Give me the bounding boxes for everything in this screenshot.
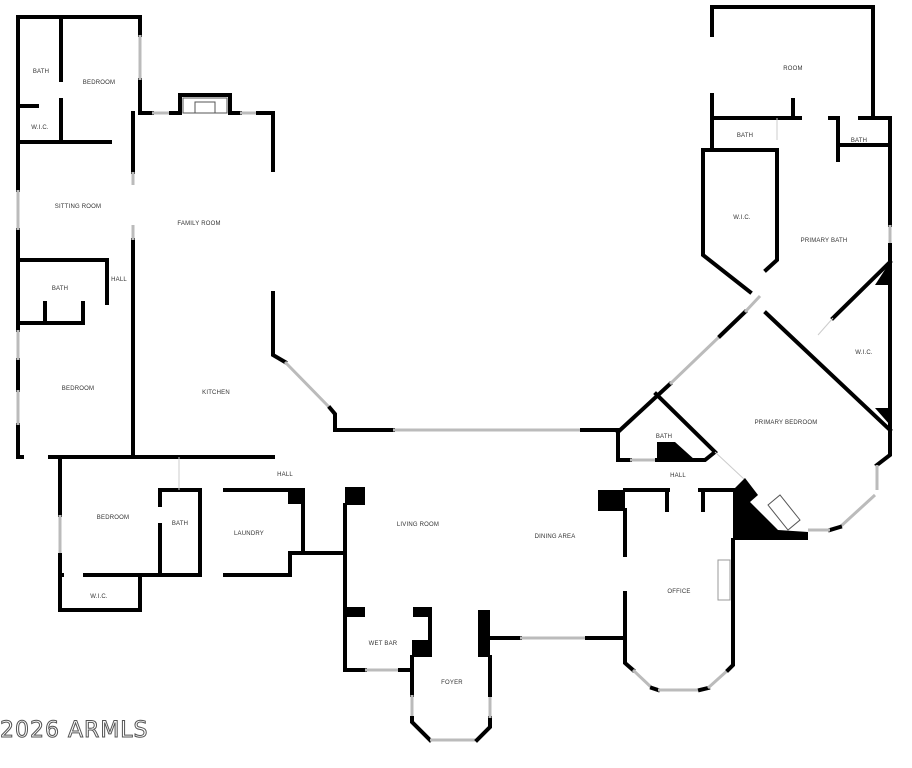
room-label-wic: W.I.C. (733, 215, 751, 221)
room-label-bath: BATH (171, 521, 189, 527)
solid-columns (288, 262, 890, 657)
room-label-bath: BATH (655, 434, 673, 440)
room-label-bath: BATH (32, 69, 50, 75)
room-label-foyer: FOYER (441, 680, 463, 686)
room-label-wic: W.I.C. (855, 350, 873, 356)
room-label-bath: BATH (51, 286, 69, 292)
room-label-wic: W.I.C. (90, 594, 108, 600)
room-label-bedroom: BEDROOM (82, 80, 116, 86)
room-label-bedroom: BEDROOM (61, 386, 95, 392)
room-label-kitchen: KITCHEN (202, 390, 230, 396)
room-label-room: ROOM (783, 66, 803, 72)
room-label-office: OFFICE (667, 589, 691, 595)
room-label-hall: HALL (670, 473, 686, 479)
room-label-sitting-room: SITTING ROOM (54, 204, 102, 210)
room-label-dining-area: DINING AREA (534, 534, 576, 540)
room-label-laundry: LAUNDRY (234, 531, 264, 537)
room-label-wet-bar: WET BAR (368, 641, 398, 647)
watermark: 2026 ARMLS (0, 718, 149, 744)
room-label-bath: BATH (736, 133, 754, 139)
room-label-bath: BATH (850, 138, 868, 144)
walls (16, 5, 893, 743)
room-label-living-room: LIVING ROOM (396, 522, 440, 528)
room-label-bedroom: BEDROOM (96, 515, 130, 521)
room-label-wic: W.I.C. (31, 125, 49, 131)
fireplaces (182, 97, 801, 531)
room-label-hall: HALL (111, 277, 127, 283)
room-label-primary-bath: PRIMARY BATH (800, 238, 848, 244)
room-label-primary-bedroom: PRIMARY BEDROOM (754, 420, 818, 426)
room-label-hall: HALL (277, 472, 293, 478)
room-label-family-room: FAMILY ROOM (177, 221, 221, 227)
